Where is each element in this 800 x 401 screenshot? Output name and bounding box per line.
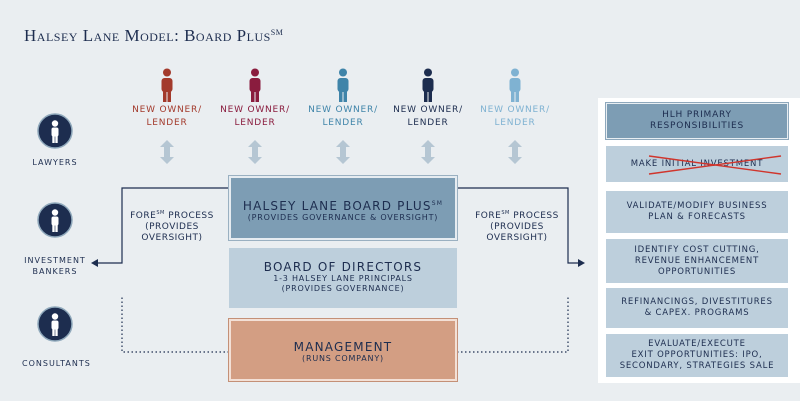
up-down-arrow-icon bbox=[160, 140, 174, 164]
responsibility-2-line2: PLAN & FORECASTS bbox=[648, 212, 746, 222]
owner-5: NEW OWNER/LENDER bbox=[465, 68, 565, 130]
advisor-investment-bankers: INVESTMENT BANKERS bbox=[22, 202, 88, 277]
board-plus-mark: SM bbox=[431, 200, 444, 207]
responsibility-item: MAKE INITIAL INVESTMENT bbox=[606, 146, 788, 182]
responsibility-2-line1: VALIDATE/MODIFY BUSINESS bbox=[626, 201, 768, 211]
advisor-person-icon bbox=[37, 202, 73, 238]
fore-left-mark: SM bbox=[156, 210, 165, 216]
management-box: MANAGEMENT (RUNS COMPANY) bbox=[228, 318, 458, 382]
board-of-directors-box: BOARD OF DIRECTORS 1-3 HALSEY LANE PRINC… bbox=[229, 248, 457, 308]
owner-5-line1: NEW OWNER/ bbox=[480, 105, 550, 115]
responsibility-4-line1: REFINANCINGS, DIVESTITURES bbox=[621, 297, 773, 307]
up-down-arrow-icon bbox=[336, 140, 350, 164]
up-down-arrow-icon bbox=[248, 140, 262, 164]
owner-1-line1: NEW OWNER/ bbox=[132, 105, 202, 115]
fore-left-label: FORE bbox=[130, 211, 157, 221]
responsibilities-head-1: HLH PRIMARY bbox=[662, 110, 732, 120]
owner-2: NEW OWNER/LENDER bbox=[205, 68, 305, 130]
owner-4-line1: NEW OWNER/ bbox=[393, 105, 463, 115]
up-down-arrow-icon bbox=[508, 140, 522, 164]
management-title: MANAGEMENT bbox=[293, 340, 393, 354]
up-down-arrow-icon bbox=[421, 140, 435, 164]
advisor-lawyers-label: LAWYERS bbox=[32, 158, 78, 167]
fore-left-rest: PROCESS bbox=[164, 211, 214, 221]
advisor-bankers-label-2: BANKERS bbox=[32, 267, 78, 276]
advisor-consultants: CONSULTANTS bbox=[22, 306, 91, 369]
owner-5-line2: LENDER bbox=[494, 118, 536, 128]
owner-4: NEW OWNER/LENDER bbox=[378, 68, 478, 130]
owner-3: NEW OWNER/LENDER bbox=[293, 68, 393, 130]
owner-2-line2: LENDER bbox=[234, 118, 276, 128]
person-icon bbox=[337, 68, 349, 102]
fore-left-line2: (PROVIDES bbox=[145, 222, 199, 232]
struck-responsibility: MAKE INITIAL INVESTMENT bbox=[630, 154, 781, 175]
person-icon bbox=[249, 68, 261, 102]
responsibility-5-line2: EXIT OPPORTUNITIES: IPO, bbox=[631, 350, 763, 360]
fore-right-rest: PROCESS bbox=[509, 211, 559, 221]
owner-3-line2: LENDER bbox=[322, 118, 364, 128]
page-title: Halsey Lane Model: Board PlusSM bbox=[24, 26, 283, 46]
fore-process-left: FORESM PROCESS (PROVIDES OVERSIGHT) bbox=[117, 208, 227, 244]
title-service-mark: SM bbox=[270, 28, 284, 37]
owner-2-line1: NEW OWNER/ bbox=[220, 105, 290, 115]
person-icon bbox=[161, 68, 173, 102]
responsibility-5-line1: EVALUATE/EXECUTE bbox=[648, 339, 746, 349]
responsibility-item: REFINANCINGS, DIVESTITURES& CAPEX. PROGR… bbox=[606, 288, 788, 328]
title-text: Halsey Lane Model: Board Plus bbox=[24, 26, 271, 45]
fore-right-line3: OVERSIGHT) bbox=[486, 233, 548, 243]
advisor-person-icon bbox=[37, 306, 73, 342]
responsibility-3-line1: IDENTIFY COST CUTTING, bbox=[634, 244, 760, 255]
board-plus-subtitle: (PROVIDES GOVERNANCE & OVERSIGHT) bbox=[247, 213, 439, 222]
owner-1: NEW OWNER/LENDER bbox=[117, 68, 217, 130]
fore-right-mark: SM bbox=[501, 210, 510, 216]
responsibilities-head-2: RESPONSIBILITIES bbox=[649, 121, 745, 131]
responsibility-3-line2: REVENUE ENHANCEMENT bbox=[634, 255, 760, 266]
directors-sub-1: 1-3 HALSEY LANE PRINCIPALS bbox=[273, 274, 413, 283]
owner-1-line2: LENDER bbox=[146, 118, 188, 128]
owner-3-line1: NEW OWNER/ bbox=[308, 105, 378, 115]
board-plus-title: HALSEY LANE BOARD PLUS bbox=[242, 199, 432, 213]
directors-title: BOARD OF DIRECTORS bbox=[263, 260, 423, 274]
fore-left-line3: OVERSIGHT) bbox=[141, 233, 203, 243]
responsibility-3-line3: OPPORTUNITIES bbox=[657, 266, 737, 277]
person-icon bbox=[422, 68, 434, 102]
responsibility-item: IDENTIFY COST CUTTING,REVENUE ENHANCEMEN… bbox=[606, 239, 788, 283]
directors-sub-2: (PROVIDES GOVERNANCE) bbox=[281, 284, 405, 293]
responsibility-4-line2: & CAPEX. PROGRAMS bbox=[644, 308, 750, 318]
advisor-bankers-label-1: INVESTMENT bbox=[24, 256, 86, 265]
owner-4-line2: LENDER bbox=[407, 118, 449, 128]
fore-right-label: FORE bbox=[475, 211, 502, 221]
advisor-person-icon bbox=[37, 113, 73, 149]
advisor-lawyers: LAWYERS bbox=[22, 113, 88, 168]
responsibility-1-line1: MAKE INITIAL INVESTMENT bbox=[630, 158, 764, 169]
fore-process-right: FORESM PROCESS (PROVIDES OVERSIGHT) bbox=[462, 208, 572, 244]
strikethrough-cross bbox=[648, 154, 781, 175]
advisor-consultants-label: CONSULTANTS bbox=[22, 359, 91, 368]
management-subtitle: (RUNS COMPANY) bbox=[302, 354, 384, 363]
board-plus-box: HALSEY LANE BOARD PLUSSM (PROVIDES GOVER… bbox=[228, 175, 458, 241]
fore-right-line2: (PROVIDES bbox=[490, 222, 544, 232]
responsibility-5-line3: SECONDARY, STRATEGIES SALE bbox=[619, 361, 775, 371]
person-icon bbox=[509, 68, 521, 102]
